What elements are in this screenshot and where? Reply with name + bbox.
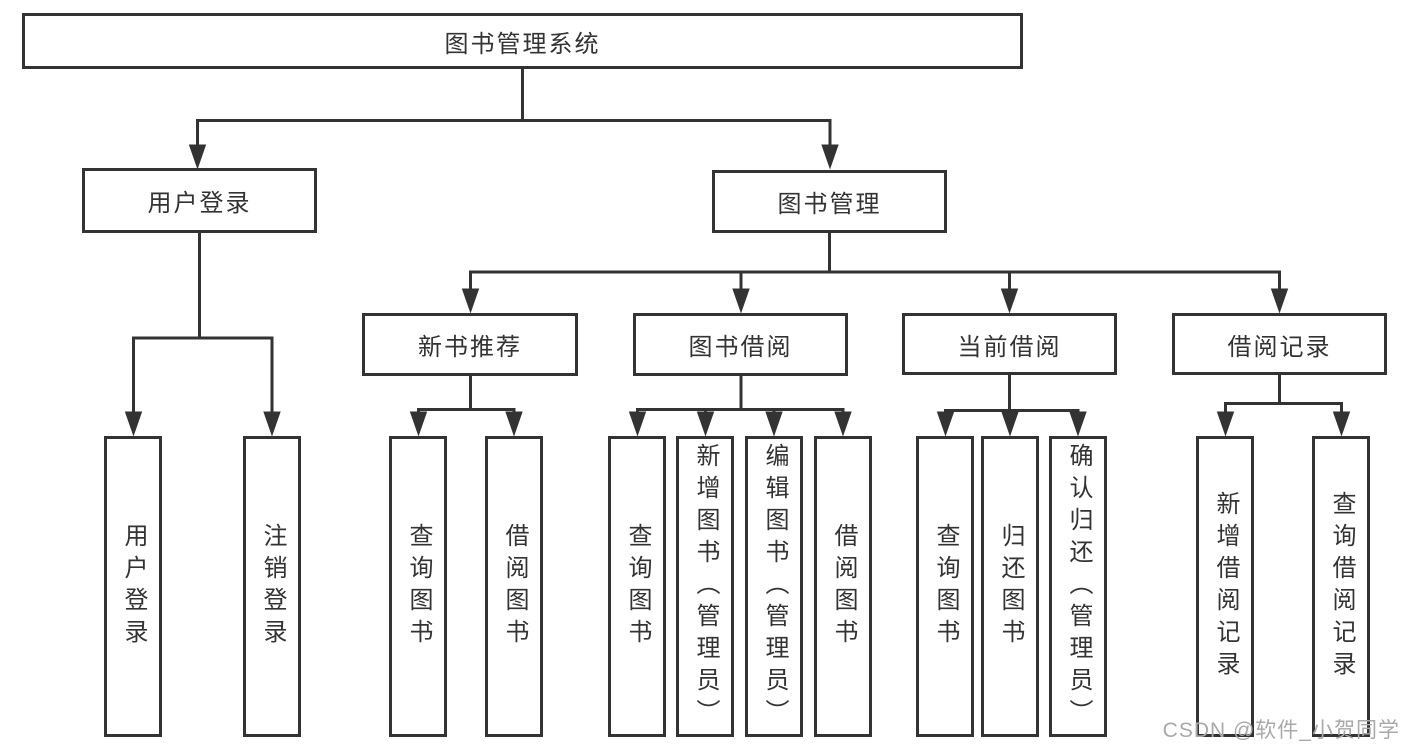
- leaf-cb-return-books-label: 归还图书: [997, 522, 1024, 651]
- node-new-book-recommend: 新书推荐: [362, 313, 578, 376]
- leaf-user-login-label: 用户登录: [120, 522, 147, 651]
- csdn-watermark: CSDN @软件_小贺同学: [1162, 719, 1400, 742]
- node-borrow-records-label: 借阅记录: [1227, 333, 1332, 361]
- leaf-bb-borrow-books: 借阅图书: [814, 436, 872, 737]
- node-root-library-system: 图书管理系统: [22, 13, 1023, 69]
- node-book-management: 图书管理: [712, 170, 947, 233]
- leaf-bb-edit-books: 编辑图书（管理员）: [745, 436, 803, 737]
- leaf-rec-query-books: 查询图书: [389, 436, 447, 737]
- leaf-bb-query-books: 查询图书: [608, 436, 666, 737]
- leaf-rec-borrow-books: 借阅图书: [485, 436, 543, 737]
- leaf-cb-return-books: 归还图书: [981, 436, 1039, 737]
- leaf-cb-query-books-label: 查询图书: [932, 522, 959, 651]
- node-current-borrow: 当前借阅: [902, 313, 1117, 375]
- leaf-br-query-record-label: 查询借阅记录: [1328, 490, 1355, 683]
- leaf-logout: 注销登录: [243, 436, 301, 737]
- node-user-login-label: 用户登录: [147, 190, 252, 217]
- leaf-rec-borrow-books-label: 借阅图书: [501, 522, 528, 651]
- leaf-cb-confirm-return-label: 确认归还（管理员）: [1065, 442, 1092, 731]
- node-root-label: 图书管理系统: [444, 30, 601, 58]
- leaf-bb-query-books-label: 查询图书: [624, 522, 651, 651]
- leaf-bb-add-books: 新增图书（管理员）: [676, 436, 734, 737]
- leaf-cb-confirm-return: 确认归还（管理员）: [1049, 436, 1107, 737]
- leaf-bb-add-books-label: 新增图书（管理员）: [692, 442, 719, 731]
- leaf-rec-query-books-label: 查询图书: [405, 522, 432, 651]
- node-new-book-recommend-label: 新书推荐: [418, 334, 522, 361]
- node-book-borrow-label: 图书借阅: [688, 334, 793, 361]
- leaf-br-query-record: 查询借阅记录: [1312, 436, 1370, 737]
- node-borrow-records: 借阅记录: [1172, 313, 1387, 375]
- node-book-management-label: 图书管理: [777, 191, 882, 218]
- leaf-logout-label: 注销登录: [259, 522, 286, 651]
- leaf-bb-edit-books-label: 编辑图书（管理员）: [761, 442, 788, 731]
- leaf-cb-query-books: 查询图书: [916, 436, 974, 737]
- node-current-borrow-label: 当前借阅: [957, 333, 1062, 361]
- leaf-br-add-record: 新增借阅记录: [1196, 436, 1254, 737]
- leaf-user-login: 用户登录: [104, 436, 162, 737]
- node-book-borrow: 图书借阅: [633, 313, 848, 376]
- leaf-bb-borrow-books-label: 借阅图书: [830, 522, 857, 651]
- node-user-login: 用户登录: [82, 168, 317, 233]
- leaf-br-add-record-label: 新增借阅记录: [1212, 490, 1239, 683]
